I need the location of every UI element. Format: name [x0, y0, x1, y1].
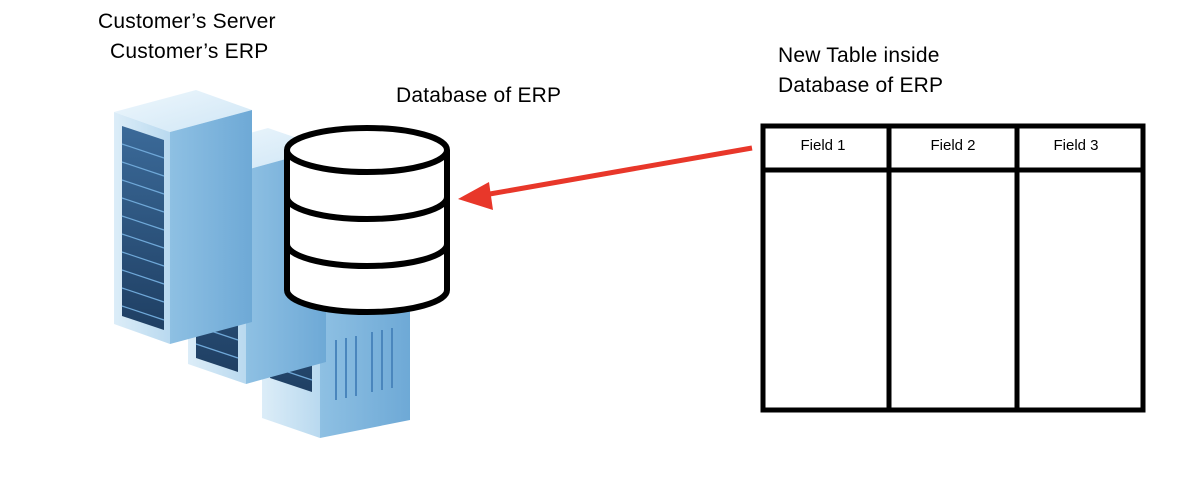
- table-title-line2: Database of ERP: [778, 74, 944, 97]
- table-header-field-1: Field 1: [800, 137, 845, 154]
- server-subtitle: Customer’s ERP: [110, 40, 269, 63]
- table-header-field-2: Field 2: [930, 137, 975, 154]
- server-title: Customer’s Server: [98, 10, 276, 33]
- database-icon: [284, 125, 450, 315]
- new-table: [760, 123, 1146, 413]
- table-title-line1: New Table inside: [778, 44, 940, 67]
- table-header-field-3: Field 3: [1053, 137, 1098, 154]
- server-rack-1: [114, 90, 252, 344]
- data-flow-arrow: [458, 145, 753, 210]
- database-label: Database of ERP: [396, 84, 562, 107]
